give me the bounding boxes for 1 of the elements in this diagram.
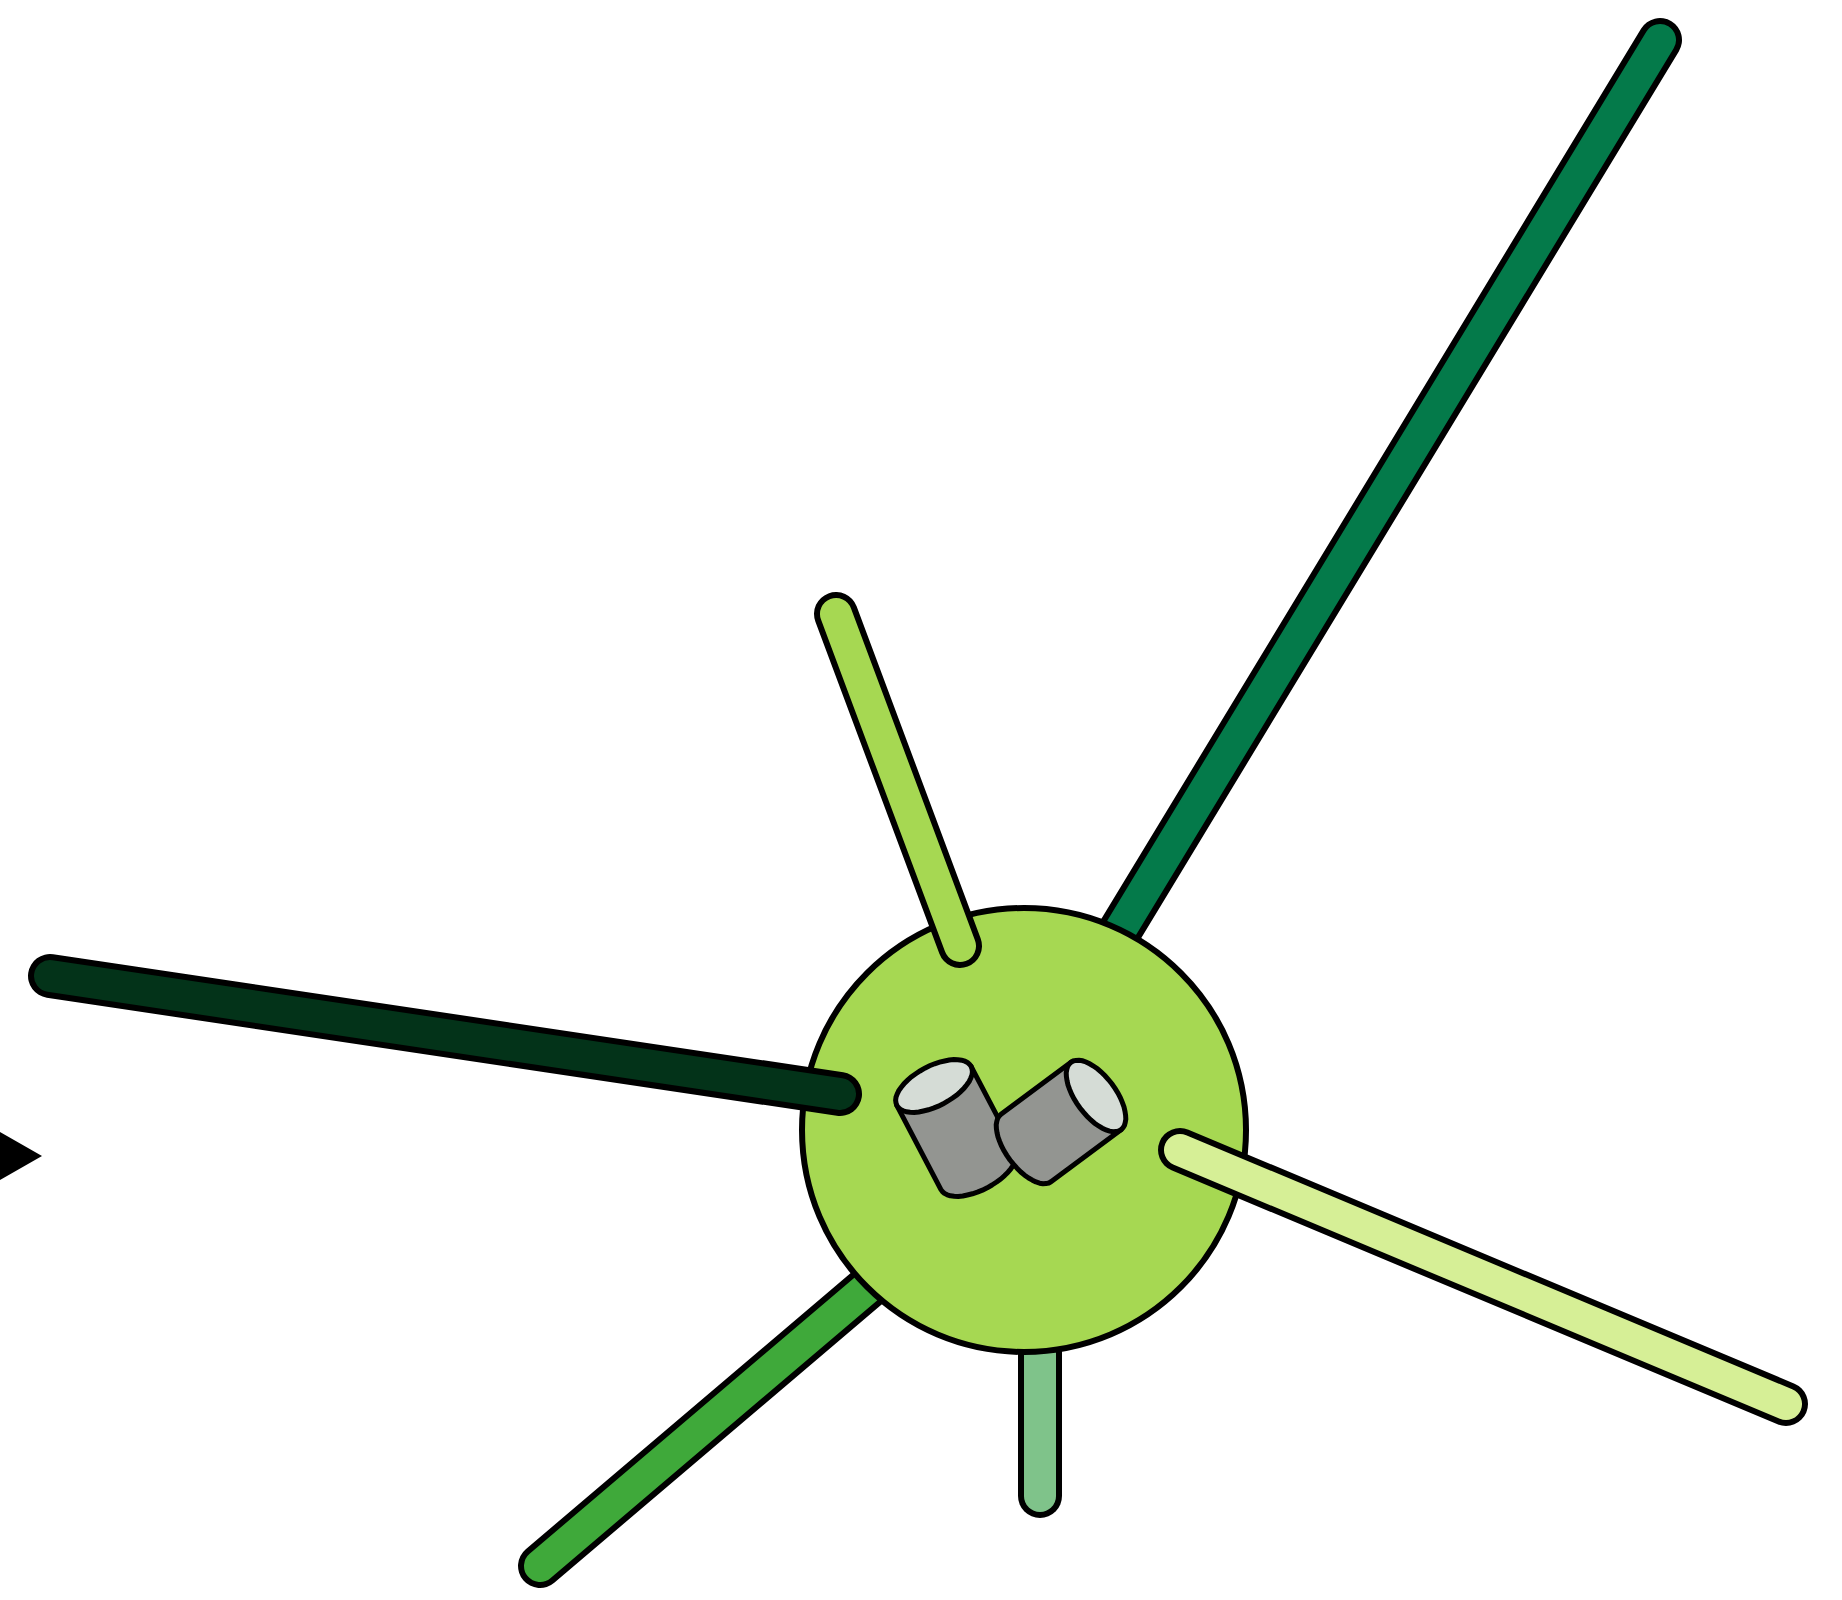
cell-drawing bbox=[28, 18, 1808, 1588]
